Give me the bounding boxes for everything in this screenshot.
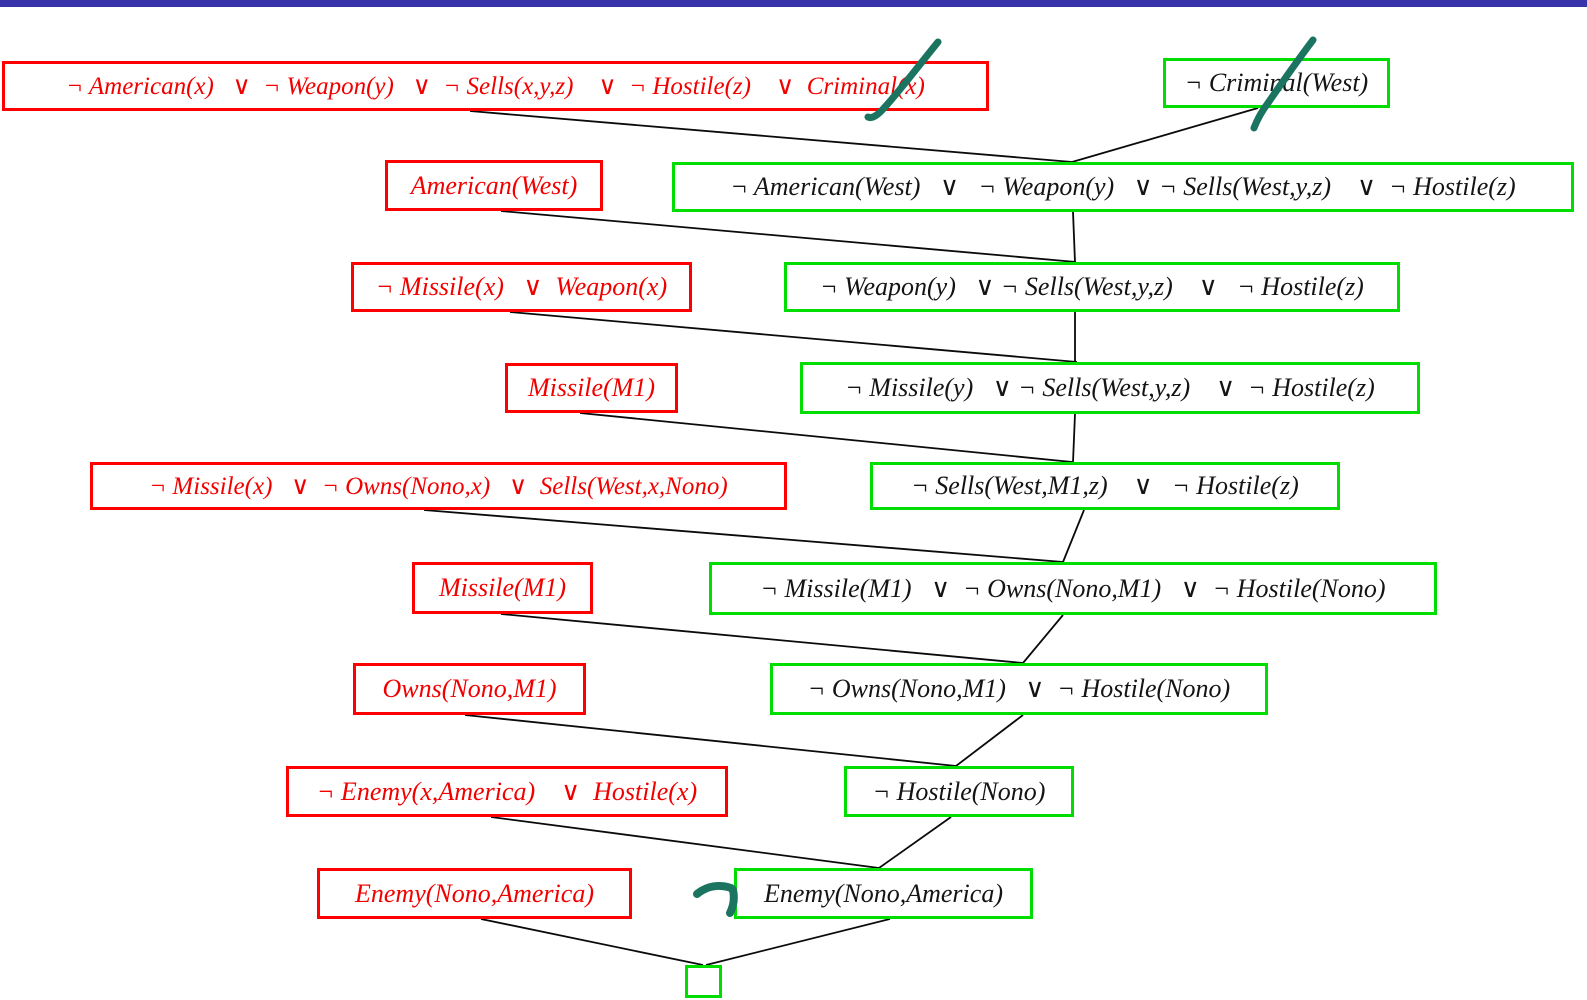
kb-clause-missile-m1-2: Missile(M1) (412, 562, 593, 614)
resolvent-not-criminal-west: ¬ Criminal(West) (1163, 58, 1390, 108)
connector-line (579, 412, 1073, 463)
top-blue-bar (0, 0, 1587, 7)
connector-line (1071, 107, 1259, 163)
resolvent-step-4: ¬ Sells(West,M1,z) ∨ ¬ Hostile(z) (870, 462, 1340, 510)
kb-clause-missile-weapon: ¬ Missile(x) ∨ Weapon(x) (351, 262, 692, 312)
connector-line (464, 714, 957, 767)
connector-line (509, 311, 1078, 363)
resolvent-not-hostile-nono: ¬ Hostile(Nono) (844, 766, 1074, 817)
connector-line (469, 110, 1073, 163)
connector-line (878, 816, 952, 869)
connector-line (955, 714, 1024, 767)
connector-line (490, 816, 880, 869)
kb-clause-enemy-nono-america: Enemy(Nono,America) (317, 868, 632, 919)
connector-line (480, 918, 704, 966)
connector-line (500, 210, 1077, 263)
kb-clause-american-west: American(West) (385, 160, 603, 211)
kb-clause-criminal-rule: ¬ American(x) ∨ ¬ Weapon(y) ∨ ¬ Sells(x,… (2, 61, 989, 111)
connector-line (1072, 211, 1076, 263)
resolvent-step-6: ¬ Owns(Nono,M1) ∨ ¬ Hostile(Nono) (770, 663, 1268, 715)
resolvent-step-3: ¬ Missile(y) ∨ ¬ Sells(West,y,z) ∨ ¬ Hos… (800, 362, 1420, 414)
resolvent-step-2: ¬ Weapon(y) ∨ ¬ Sells(West,y,z) ∨ ¬ Host… (784, 262, 1400, 312)
connector-line (423, 509, 1064, 563)
connector-line (1072, 413, 1076, 463)
kb-clause-enemy-hostile-rule: ¬ Enemy(x,America) ∨ Hostile(x) (286, 766, 728, 817)
connector-line (500, 613, 1024, 664)
empty-clause-box (685, 965, 722, 998)
kb-clause-missile-m1: Missile(M1) (505, 363, 678, 413)
kb-clause-owns-nono-m1: Owns(Nono,M1) (353, 663, 586, 715)
connector-line (705, 918, 891, 966)
connector-line (1062, 509, 1085, 563)
connector-line (1022, 614, 1064, 664)
resolvent-step-1: ¬ American(West) ∨ ¬ Weapon(y) ∨ ¬ Sells… (672, 162, 1574, 212)
kb-clause-sells-rule: ¬ Missile(x) ∨ ¬ Owns(Nono,x) ∨ Sells(We… (90, 462, 787, 510)
resolvent-not-enemy-nono-america: Enemy(Nono,America) (734, 868, 1033, 919)
resolvent-step-5: ¬ Missile(M1) ∨ ¬ Owns(Nono,M1) ∨ ¬ Host… (709, 562, 1437, 615)
